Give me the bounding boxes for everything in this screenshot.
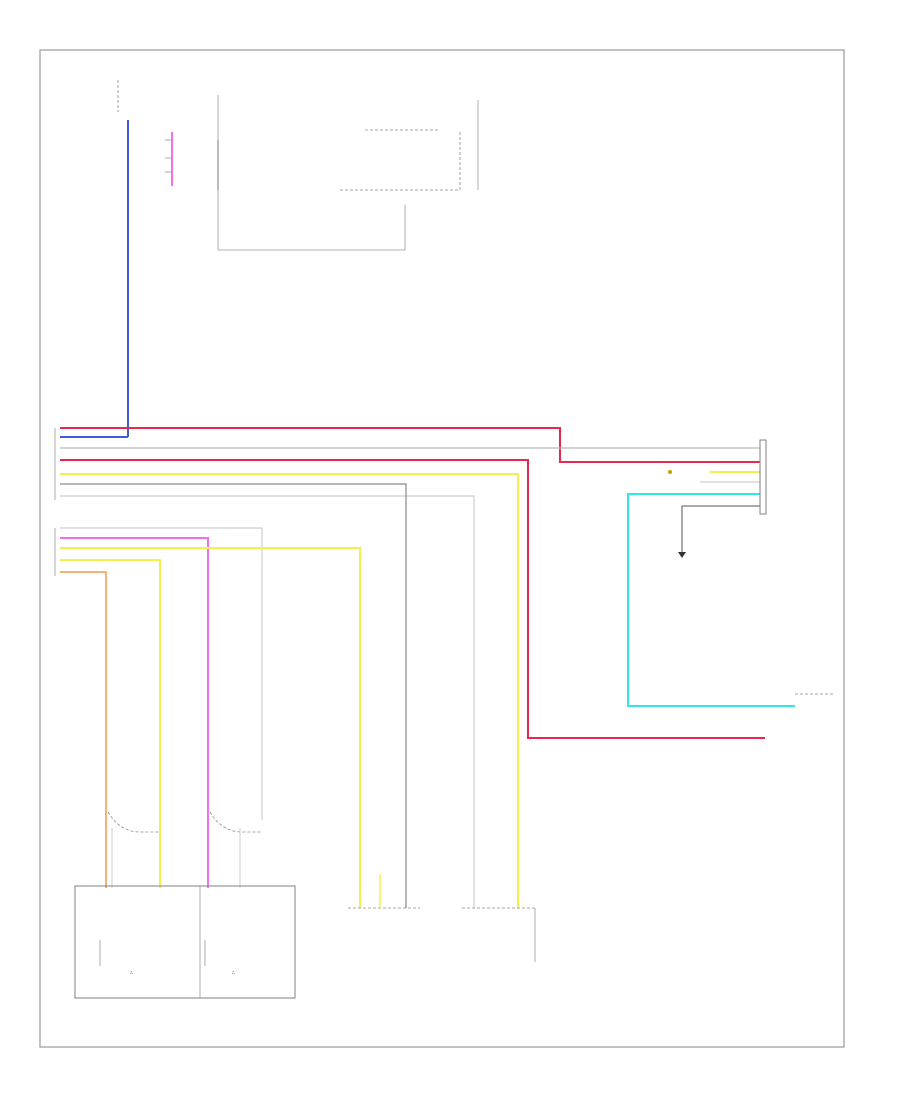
blue-wire bbox=[60, 80, 129, 438]
diagram-frame bbox=[39, 49, 845, 1048]
svg-text:⎍: ⎍ bbox=[130, 970, 133, 975]
seat-harness bbox=[60, 527, 361, 908]
bottom-modules bbox=[348, 874, 536, 962]
cyan-wire bbox=[627, 493, 795, 707]
seat-heater-switches bbox=[107, 811, 262, 888]
bottom-left-module: ⎍ ⎍ bbox=[74, 885, 296, 999]
main-harness bbox=[60, 427, 765, 908]
svg-text:⎍: ⎍ bbox=[232, 970, 235, 975]
pink-connector-top bbox=[165, 132, 173, 186]
switch-group-outline bbox=[217, 95, 479, 251]
right-connector bbox=[630, 439, 767, 558]
